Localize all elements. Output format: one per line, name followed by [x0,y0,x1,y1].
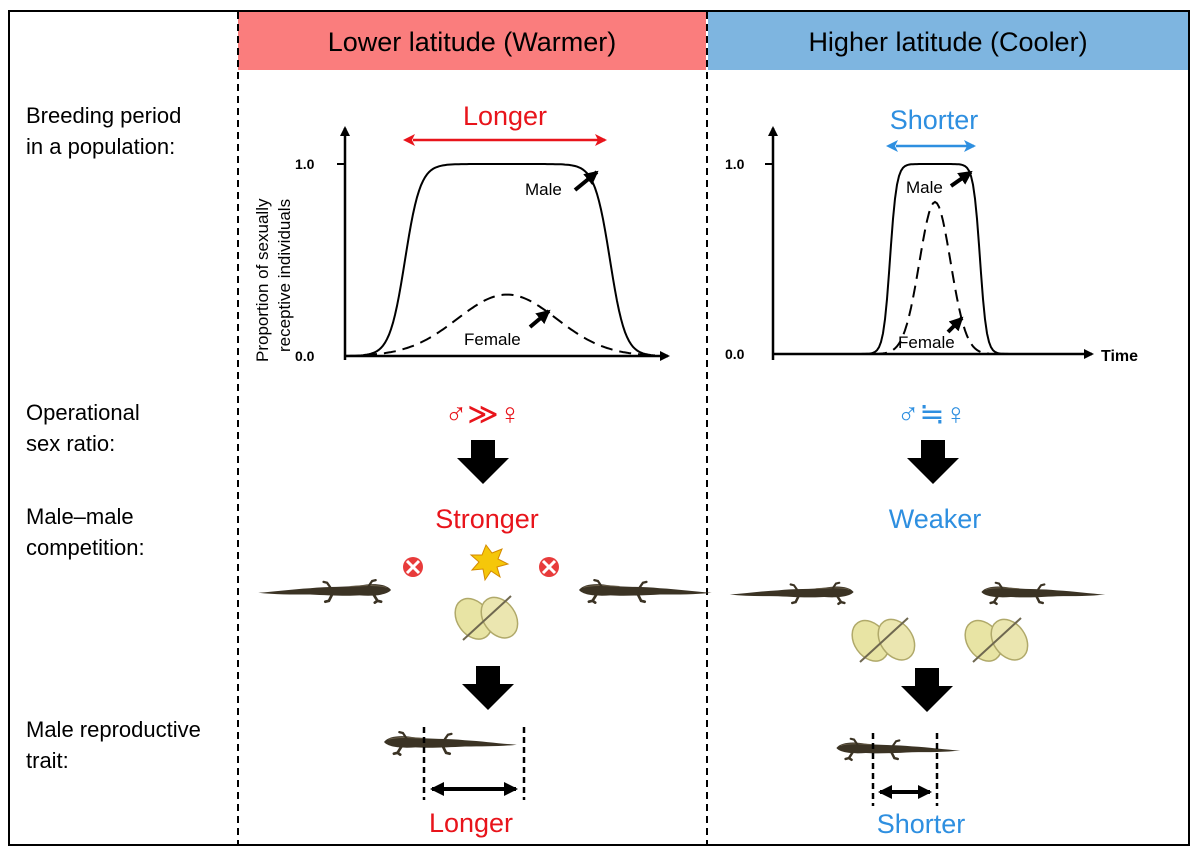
warm-down-arrow-1 [457,440,509,484]
warm-ylabel-2: receptive individuals [275,199,294,352]
warm-female-label: Female [464,330,521,349]
warm-chart: Longer 1.0 0.0 Proportion of sexually re… [253,101,670,364]
cool-down-arrow-1 [907,440,959,484]
warm-down-arrow-2 [462,666,514,710]
clash-burst-icon [469,543,510,582]
warm-trait-illustration: Longer [382,727,526,838]
anger-mark-right [539,557,559,577]
spermatophore-cool-left [843,611,924,670]
cool-male-label: Male [906,178,943,197]
cool-competition-illustration [728,581,1107,670]
cool-down-arrow-2 [901,668,953,712]
salamander-trait-warm [382,730,519,756]
warm-ytick-bottom: 0.0 [295,348,315,364]
cool-ytick-bottom: 0.0 [725,346,745,362]
salamander-left-cool [728,581,855,606]
cool-ytick-top: 1.0 [725,156,745,172]
warm-ytick-top: 1.0 [295,156,315,172]
spermatophore-warm [446,589,527,648]
cool-male-pointer [949,170,973,188]
salamander-left [256,578,393,604]
row-label-osr-1: Operational [26,400,140,425]
cool-female-curve [875,200,990,355]
row-label-breeding-1: Breeding period [26,103,181,128]
warm-male-curve [345,163,656,357]
row-label-osr-2: sex ratio: [26,431,115,456]
warm-ylabel-1: Proportion of sexually [253,198,272,362]
cool-female-pointer [946,316,964,334]
row-labels: Breeding period in a population: Operati… [26,103,201,773]
cool-period-label: Shorter [890,105,979,135]
warm-female-curve [364,293,650,356]
salamander-trait-cool [835,737,962,762]
warm-osr-symbol: ♂≫♀ [445,398,521,431]
row-label-trait-2: trait: [26,748,69,773]
row-label-competition-1: Male–male [26,504,134,529]
cool-male-curve [845,163,1010,355]
cool-competition-label: Weaker [889,504,982,534]
warm-male-pointer [573,170,599,192]
row-label-competition-2: competition: [26,535,145,560]
warm-trait-label: Longer [429,808,513,838]
warm-header-band [238,12,706,70]
row-label-breeding-2: in a population: [26,134,175,159]
warm-period-label: Longer [463,101,547,131]
cool-trait-label: Shorter [877,809,966,839]
warm-column-header: Lower latitude (Warmer) [328,27,617,57]
spermatophore-cool-right [956,611,1037,670]
cool-female-label: Female [898,333,955,352]
cool-header-band [708,12,1188,70]
cool-osr-symbol: ♂≒♀ [897,398,967,431]
salamander-right [577,578,714,604]
warm-competition-illustration [256,543,714,648]
cool-trait-illustration: Shorter [835,733,966,839]
anger-mark-left [403,557,423,577]
outer-frame [8,10,1190,846]
cool-xlabel: Time [1101,348,1138,365]
warm-male-label: Male [525,180,562,199]
warm-female-pointer [528,309,551,329]
warm-competition-label: Stronger [435,504,539,534]
row-label-trait-1: Male reproductive [26,717,201,742]
cool-chart: Shorter 1.0 0.0 Time Male Female [725,105,1138,365]
cool-column-header: Higher latitude (Cooler) [808,27,1087,57]
salamander-right-cool [980,581,1107,606]
